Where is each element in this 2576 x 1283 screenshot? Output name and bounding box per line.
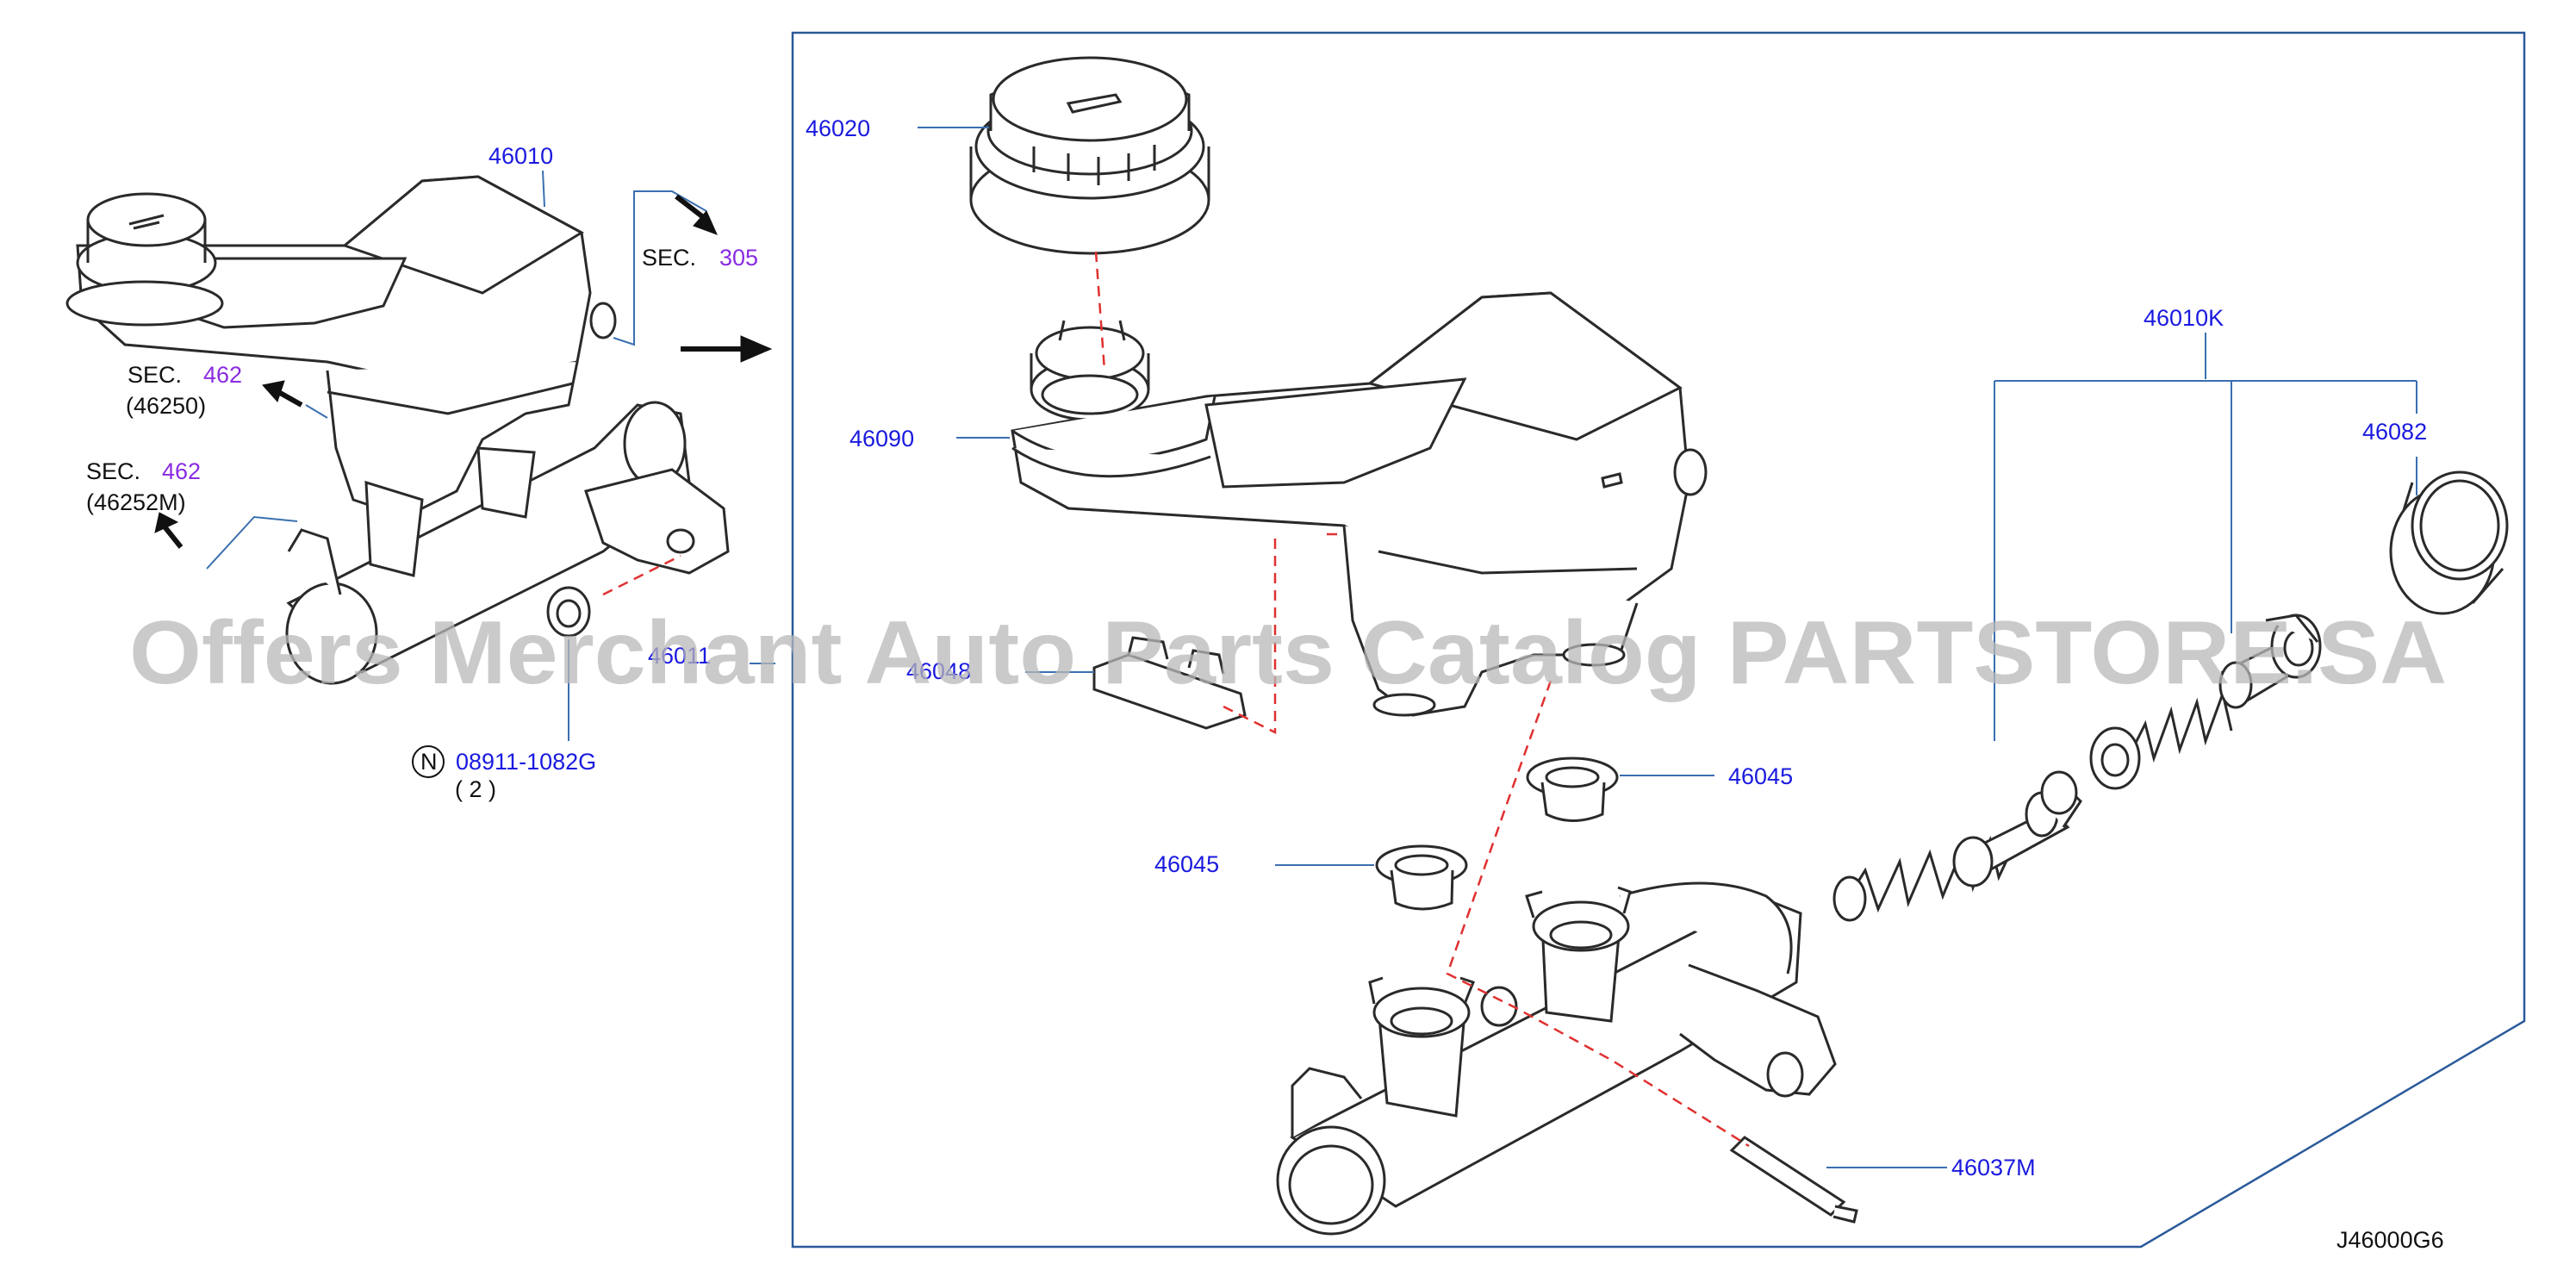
sec462a-ref: (46250) <box>126 393 206 419</box>
callout-46045-upper[interactable]: 46045 <box>1728 763 1793 789</box>
reservoir-cap <box>969 56 1210 255</box>
callout-46037m[interactable]: 46037M <box>1951 1155 2036 1180</box>
exploded-view-frame <box>791 31 2526 1249</box>
nut-symbol-circle <box>412 745 445 778</box>
seal-ring <box>2389 470 2509 615</box>
callout-46010k[interactable]: 46010K <box>2144 305 2224 331</box>
sec305-number[interactable]: 305 <box>719 245 758 271</box>
callout-46020[interactable]: 46020 <box>806 115 870 141</box>
reservoir-seal-pin <box>1092 636 1247 730</box>
diagram-id: J46000G6 <box>2336 1227 2444 1253</box>
stopper-pin <box>1729 1136 1858 1224</box>
sec305-label: SEC. <box>642 245 696 271</box>
left-leaders <box>206 170 775 741</box>
exploded-leaders <box>918 127 2417 1168</box>
nut-quantity: ( 2 ) <box>455 776 496 802</box>
left-hidden-line <box>602 554 681 596</box>
callout-46045-lower[interactable]: 46045 <box>1154 851 1219 877</box>
exploded-hidden-lines <box>1094 251 1750 1148</box>
sec462b-number[interactable]: 462 <box>162 458 201 484</box>
callout-46082[interactable]: 46082 <box>2362 419 2427 445</box>
grommet-upper <box>1526 757 1619 822</box>
sec462a-label: SEC. <box>128 362 182 388</box>
sec462b-label: SEC. <box>86 458 140 484</box>
part-callouts: 46010 46020 46090 46010K 46082 46045 460… <box>412 115 2427 1180</box>
callout-46090[interactable]: 46090 <box>849 426 914 452</box>
grommet-lower <box>1375 844 1468 911</box>
master-cylinder-assembly <box>65 175 730 685</box>
callout-nut-part[interactable]: 08911-1082G <box>456 749 596 775</box>
reservoir-tank <box>1011 291 1708 717</box>
sec462b-ref: (46252M) <box>86 489 186 515</box>
callout-46010[interactable]: 46010 <box>488 143 553 169</box>
direction-arrows <box>154 194 773 549</box>
nut-symbol: N <box>420 749 438 775</box>
cylinder-body <box>1276 881 1837 1236</box>
callout-46048[interactable]: 46048 <box>906 658 971 684</box>
watermark: Offers Merchant Auto Parts Catalog PARTS… <box>129 603 2447 703</box>
piston-kit <box>1832 613 2322 922</box>
sec462a-number[interactable]: 462 <box>203 362 242 388</box>
section-references: SEC. 305 SEC. 462 (46250) SEC. 462 (4625… <box>86 245 758 515</box>
callout-46011[interactable]: 46011 <box>648 643 711 669</box>
